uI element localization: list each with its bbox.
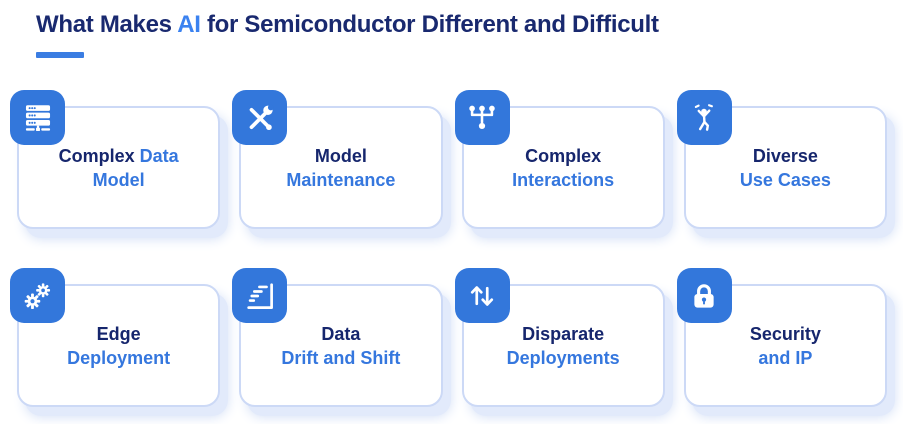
page-title-suffix: for Semiconductor Different and Difficul… — [200, 11, 659, 38]
card-label-line1: Diverse — [753, 144, 818, 168]
card-label-dark: Edge — [96, 323, 141, 344]
card-label-dark: Model — [314, 145, 367, 166]
card-label-blue: Data — [139, 145, 179, 166]
card-label-line1: Edge — [97, 322, 141, 346]
icon-badge — [676, 90, 732, 145]
feature-card-body: Model Maintenance — [239, 106, 443, 229]
feature-card-diverse-use-cases: Diverse Use Cases — [676, 90, 887, 229]
card-label-blue: Use Cases — [739, 169, 831, 190]
icon-badge — [454, 268, 510, 323]
card-label-line2: Maintenance — [286, 168, 395, 192]
card-label-line2: Use Cases — [740, 168, 831, 192]
card-label-blue: Deployment — [67, 347, 171, 368]
feature-card-disparate-deployments: Disparate Deployments — [454, 268, 665, 407]
card-label-line1: Model — [315, 144, 367, 168]
card-label-line1: Complex — [525, 144, 601, 168]
card-label-line2: Model — [93, 168, 145, 192]
feature-card-security-and-ip: Security and IP — [676, 268, 887, 407]
icon-badge — [676, 268, 732, 323]
server-icon — [25, 104, 50, 131]
card-label-dark: Disparate — [522, 323, 605, 344]
feature-card-data-drift-and-shift: Data Drift and Shift — [232, 268, 443, 407]
title-underline — [36, 52, 84, 58]
card-label-line2: and IP — [758, 346, 812, 370]
card-label-dark: Data — [321, 323, 361, 344]
card-label-line1: Security — [750, 322, 821, 346]
feature-card-body: Diverse Use Cases — [683, 106, 887, 229]
juggler-icon — [695, 103, 714, 131]
card-label-line1: Disparate — [522, 322, 604, 346]
page-title: What Makes AI for Semiconductor Differen… — [36, 10, 903, 40]
card-label-blue: Deployments — [506, 347, 620, 368]
card-label-blue: Drift and Shift — [281, 347, 401, 368]
feature-card-complex-interactions: Complex Interactions — [454, 90, 665, 229]
card-label-line2: Drift and Shift — [281, 346, 400, 370]
card-label-line1: Data — [321, 322, 360, 346]
icon-badge — [454, 90, 510, 145]
card-label-dark: Complex — [525, 145, 602, 166]
feature-card-model-maintenance: Model Maintenance — [232, 90, 443, 229]
gears-icon — [24, 282, 50, 309]
card-label-line2: Deployment — [67, 346, 170, 370]
card-label-dark: Security — [749, 323, 821, 344]
feature-card-edge-deployment: Edge Deployment — [10, 268, 221, 407]
card-label-line2: Deployments — [507, 346, 620, 370]
network-icon — [469, 105, 495, 129]
card-label-blue: Interactions — [512, 169, 615, 190]
up-down-arrows-icon — [470, 285, 494, 306]
icon-badge — [10, 90, 65, 145]
card-label-blue: Model — [92, 169, 145, 190]
card-label-line2: Interactions — [512, 168, 614, 192]
page-title-prefix: What Makes — [36, 11, 178, 38]
header: What Makes AI for Semiconductor Differen… — [0, 0, 903, 58]
card-label-blue: and IP — [758, 347, 813, 368]
card-label-blue: Maintenance — [286, 169, 396, 190]
tools-icon — [249, 104, 274, 130]
card-label-dark: Complex — [58, 145, 135, 166]
page-title-highlight: AI — [177, 11, 201, 38]
drift-chart-icon — [247, 282, 273, 309]
card-label-dark: Diverse — [752, 145, 818, 166]
lock-icon — [694, 283, 714, 308]
icon-badge — [232, 268, 288, 323]
icon-badge — [10, 268, 65, 323]
icon-badge — [232, 90, 288, 145]
